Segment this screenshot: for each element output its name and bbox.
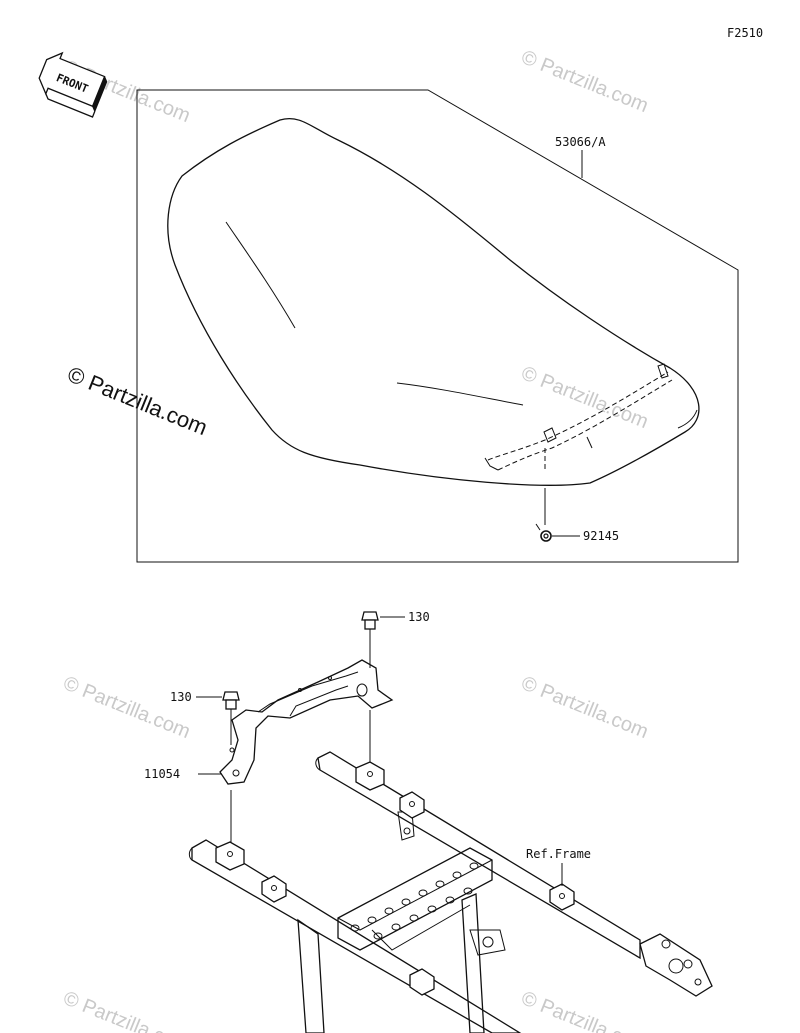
bracket-hole-mid [229,747,235,753]
bolt-left-label: 130 [170,690,192,704]
frame-rail-right [317,751,641,960]
frame-clips [215,761,575,996]
figure-code: F2510 [727,26,763,40]
frame-cross-holes [350,862,479,940]
bracket-drawing [219,659,394,785]
watermark-main: © Partzilla.com [64,361,211,440]
frame-cross-member [337,847,493,951]
frame-drawing [188,751,713,1033]
watermark-bottom-left: © Partzilla.com [60,987,193,1033]
seat-crease-3 [677,409,698,429]
seat-drawing [167,118,700,486]
seat-mark [586,436,593,449]
watermark-top-right: © Partzilla.com [518,46,651,117]
seat-hook-wire-a [487,371,669,461]
frame-rail-left [191,839,522,1033]
watermark-bottom-right: © Partzilla.com [518,987,651,1033]
bolt-right-icon [361,611,379,630]
seat-hook-tip [657,363,669,379]
spring-part-label: 92145 [583,529,619,543]
bracket-part-label: 11054 [144,767,180,781]
seat-crease-2 [396,382,524,406]
seat-outline [167,118,700,486]
seat-crease-1 [225,221,296,329]
frame-ref-label: Ref.Frame [526,847,591,861]
seat-hook-clip [543,427,557,443]
watermark-mid-right: © Partzilla.com [518,362,651,433]
bolt-left-icon [222,691,240,710]
frame-downtube-left [297,918,325,1033]
frame-rear-plate [639,933,713,997]
bracket-hole-right [356,683,368,697]
watermark-lower-right: © Partzilla.com [518,672,651,743]
seat-hook-wire-b [497,379,673,471]
frame-brace [371,904,471,951]
bracket-hole-left [232,769,240,777]
front-arrow-icon: FRONT [38,51,108,118]
bracket-flange [257,671,359,713]
frame-downtube-right [461,893,485,1033]
watermark-lower-left: © Partzilla.com [60,672,193,743]
bracket-outline [219,659,394,785]
seat-box-outline [136,89,739,563]
bracket-rib [289,685,349,717]
seat-part-label: 53066/A [555,135,606,149]
seat-hook-end [484,457,499,471]
bolt-right-label: 130 [408,610,430,624]
spring-icon [535,523,552,542]
